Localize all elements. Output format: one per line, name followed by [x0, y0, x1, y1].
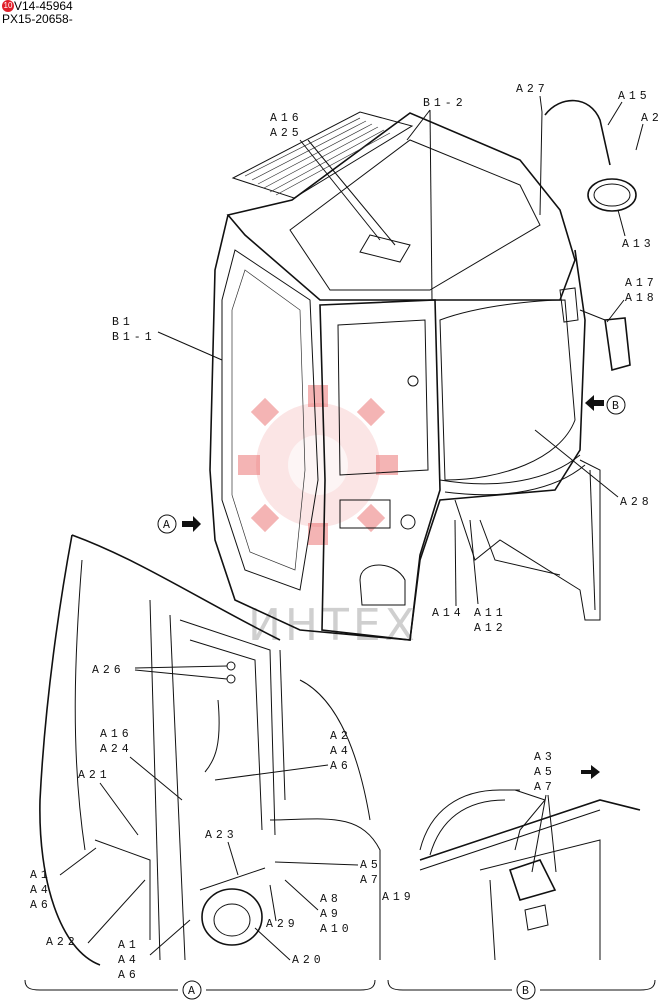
- callout-a10: A10: [320, 923, 353, 936]
- view-marker-b: B: [585, 395, 626, 415]
- callout-a1-b: A1: [118, 939, 140, 952]
- callout-a2-top: A2: [641, 112, 663, 125]
- callout-a16-top: A16: [270, 112, 303, 125]
- serial-range-1: V14-45964: [14, 0, 73, 13]
- callouts-section-b: A3 A5 A7 A19: [382, 751, 557, 904]
- callout-b1: B1: [112, 316, 134, 329]
- svg-text:A: A: [188, 985, 195, 998]
- view-marker-a: A: [157, 514, 201, 534]
- callout-a6-a: A6: [30, 899, 52, 912]
- callout-a7-right: A7: [534, 781, 556, 794]
- section-a-drawing: [39, 534, 381, 966]
- serial-range-2: PX15-20658-: [2, 12, 73, 26]
- callout-a12: A12: [474, 622, 507, 635]
- callout-a1-a: A1: [30, 869, 52, 882]
- section-b-drawing: [419, 765, 641, 961]
- callout-a3: A3: [534, 751, 556, 764]
- callout-a25: A25: [270, 127, 303, 140]
- cab-drawing: [209, 99, 637, 641]
- callout-b1-2: B1-2: [423, 97, 467, 110]
- callout-a13: A13: [622, 238, 655, 251]
- section-a-bracket: A: [24, 979, 376, 1000]
- callout-a5-right: A5: [534, 766, 556, 779]
- callout-a6-b: A6: [118, 969, 140, 982]
- callout-a8: A8: [320, 893, 342, 906]
- callout-a5-left: A5: [360, 859, 382, 872]
- watermark-gear-icon: [238, 385, 398, 545]
- svg-text:B: B: [612, 400, 619, 413]
- callout-a17: A17: [625, 277, 658, 290]
- callout-a4-mid: A4: [330, 745, 352, 758]
- section-b-bracket: B: [387, 979, 656, 1000]
- svg-text:A: A: [163, 519, 170, 532]
- callout-a20: A20: [292, 954, 325, 967]
- callout-a21: A21: [78, 769, 111, 782]
- callout-a19: A19: [382, 891, 415, 904]
- callout-a4-b: A4: [118, 954, 140, 967]
- callout-a22: A22: [46, 936, 79, 949]
- callout-a18: A18: [625, 292, 658, 305]
- callout-a27: A27: [516, 83, 549, 96]
- callout-a28: A28: [620, 496, 653, 509]
- callout-b1-1: B1-1: [112, 331, 156, 344]
- callout-a2-mid: A2: [330, 730, 352, 743]
- callouts-top: A27 A15 A2 A13 A17 A18 A28 A16 A25 B1-2 …: [112, 83, 663, 635]
- svg-text:B: B: [522, 985, 529, 998]
- callout-a14: A14: [432, 607, 465, 620]
- callouts-section-a: A26 A16 A24 A21 A2 A4 A6 A23 A5 A7 A1 A4…: [30, 664, 382, 982]
- page-badge: 10: [2, 0, 14, 12]
- callout-a4-a: A4: [30, 884, 52, 897]
- callout-a11: A11: [474, 607, 507, 620]
- callout-a23: A23: [205, 829, 238, 842]
- watermark-text: ИНТЕХ: [248, 600, 419, 651]
- callout-a6-mid: A6: [330, 760, 352, 773]
- callout-a29: A29: [266, 918, 299, 931]
- callout-a26: A26: [92, 664, 125, 677]
- callout-a15: A15: [618, 90, 651, 103]
- callout-a24: A24: [100, 743, 133, 756]
- callout-a9: A9: [320, 908, 342, 921]
- callout-a7-left: A7: [360, 874, 382, 887]
- callout-a16-mid: A16: [100, 728, 133, 741]
